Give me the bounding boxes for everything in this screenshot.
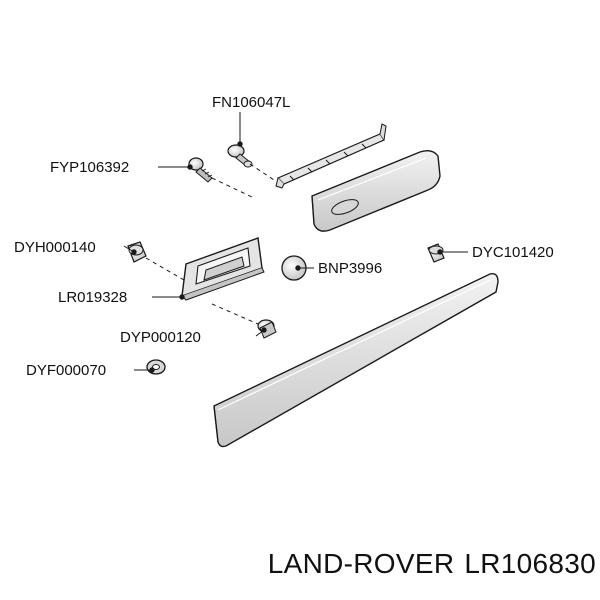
bolt-dyh000140	[127, 241, 147, 263]
screw-dyp000120	[257, 319, 277, 339]
label-lr019328: LR019328	[58, 289, 127, 306]
label-dyp000120: DYP000120	[120, 329, 201, 346]
screw-fyp106392	[188, 157, 213, 183]
lower-trim-strip	[213, 272, 499, 448]
assembly-guide-lines	[145, 163, 275, 325]
leader-lines	[123, 112, 468, 373]
label-fyp106392: FYP106392	[50, 159, 129, 176]
part-number: LR106830	[464, 548, 596, 579]
lamp-housing	[181, 237, 265, 301]
mounting-bracket	[275, 123, 387, 189]
upper-trim-handle	[311, 149, 441, 232]
label-fn106047l: FN106047L	[212, 94, 290, 111]
brand-name: LAND-ROVER	[267, 548, 455, 579]
clip-fn106047l	[227, 144, 253, 168]
label-dyc101420: DYC101420	[472, 244, 554, 261]
label-bnp3996: BNP3996	[318, 260, 382, 277]
label-dyh000140: DYH000140	[14, 239, 96, 256]
washer-dyf000070	[146, 359, 166, 375]
label-dyf000070: DYF000070	[26, 362, 106, 379]
part-caption: LAND-ROVER LR106830	[0, 548, 596, 580]
